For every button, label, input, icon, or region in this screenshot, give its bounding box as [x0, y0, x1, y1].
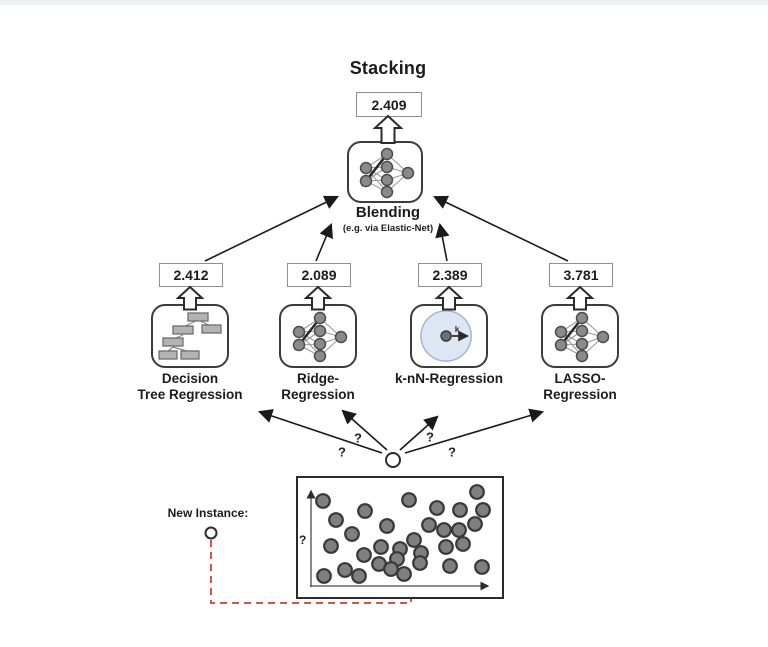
blending-sublabel: (e.g. via Elastic-Net): [342, 223, 434, 234]
score-box-lasso: 3.781: [549, 263, 613, 287]
model-box-lasso: [541, 304, 619, 368]
query-instance-node: [385, 452, 401, 468]
final-score-box: 2.409: [356, 92, 422, 117]
scatter-dots: [315, 484, 491, 584]
decision-tree-icon: [157, 307, 223, 365]
score-box-ridge: 2.089: [287, 263, 351, 287]
training-data-plot: ?: [296, 476, 504, 599]
new-instance-label: New Instance:: [167, 506, 249, 520]
label-knn: k-nN-Regression: [394, 371, 504, 386]
neural-net-icon: [352, 143, 418, 201]
question-mark: ?: [448, 444, 456, 460]
model-box-ridge: [279, 304, 357, 368]
page-top-edge: [0, 0, 768, 5]
question-mark: ?: [426, 429, 434, 445]
neural-net-icon: [285, 307, 351, 365]
label-ridge: Ridge- Regression: [281, 371, 355, 402]
label-lasso: LASSO- Regression: [543, 371, 617, 402]
new-instance-node: [204, 526, 218, 540]
knn-radius-icon: k: [420, 310, 472, 362]
model-box-knn: k: [410, 304, 488, 368]
blending-box: [347, 141, 423, 203]
lower-arrows: [257, 408, 545, 454]
neural-net-icon: [547, 307, 613, 365]
knn-k-label: k: [455, 324, 460, 334]
scatter-plot: ?: [299, 484, 491, 591]
question-mark: ?: [354, 430, 362, 446]
question-mark: ?: [338, 444, 346, 460]
blending-label: Blending: [355, 204, 421, 221]
score-box-decision-tree: 2.412: [159, 263, 223, 287]
page-title: Stacking: [349, 58, 427, 78]
y-axis-question-mark: ?: [299, 533, 306, 547]
label-decision-tree: Decision Tree Regression: [137, 371, 243, 402]
model-box-decision-tree: [151, 304, 229, 368]
score-box-knn: 2.389: [418, 263, 482, 287]
